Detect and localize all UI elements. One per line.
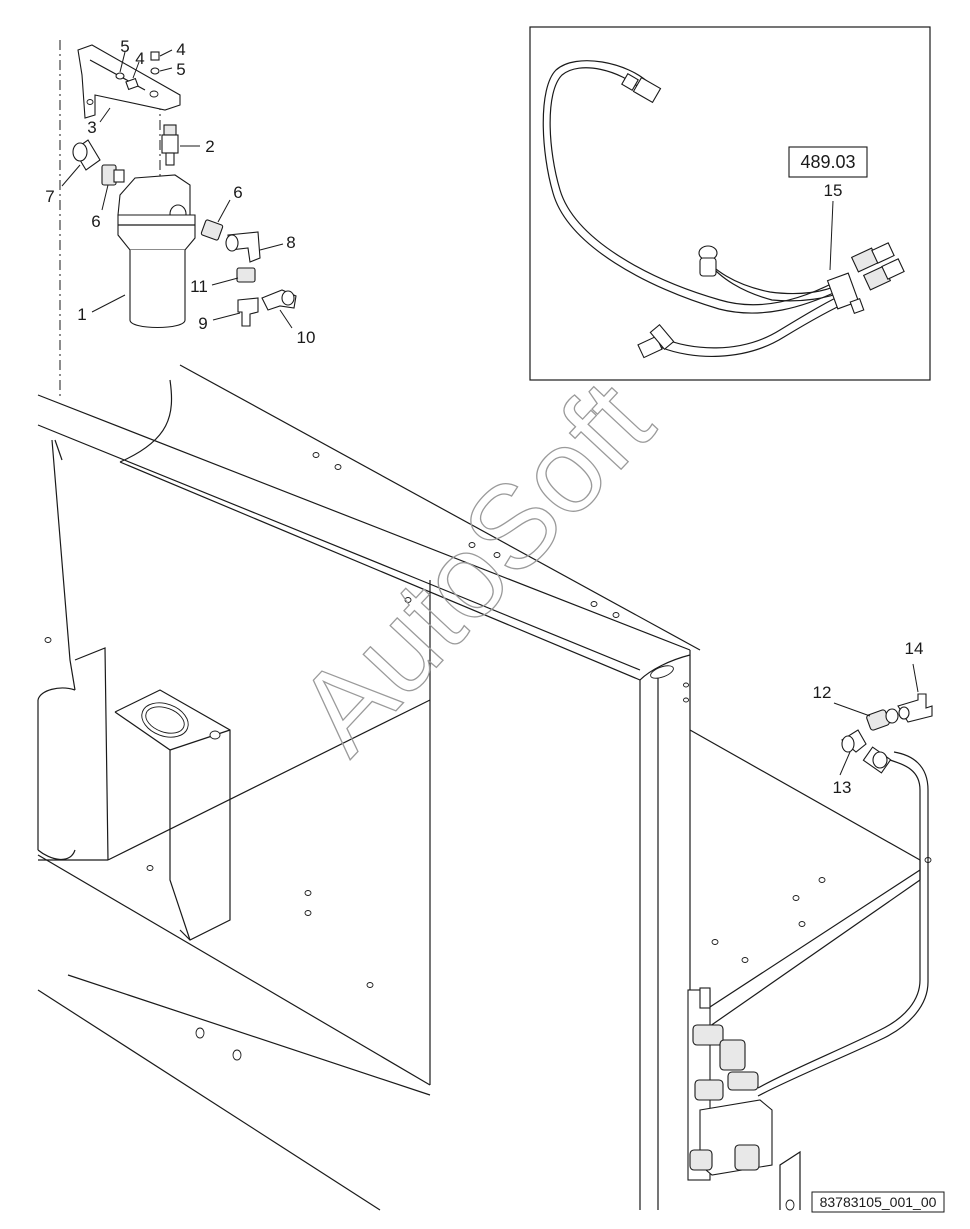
callout-5-right: 5 [176, 60, 185, 79]
callout-12: 12 [813, 683, 832, 702]
callout-6-left: 6 [91, 212, 100, 231]
filter-assembly [59, 40, 297, 400]
valve-block [687, 751, 929, 1181]
callout-4-left: 4 [135, 49, 144, 68]
callout-5-left: 5 [120, 37, 129, 56]
callout-13: 13 [833, 778, 852, 797]
reference-box-label: 489.03 [800, 152, 855, 172]
callout-10: 10 [297, 328, 316, 347]
callout-7: 7 [45, 187, 54, 206]
callout-8: 8 [286, 233, 295, 252]
callout-9: 9 [198, 314, 207, 333]
callout-4-right: 4 [176, 40, 185, 59]
document-id: 83783105_001_00 [820, 1194, 937, 1210]
callout-15: 15 [824, 181, 843, 200]
callout-11: 11 [190, 277, 208, 296]
frame-structure [37, 364, 932, 1211]
callout-1: 1 [77, 305, 86, 324]
callout-14: 14 [905, 639, 924, 658]
callout-3: 3 [87, 118, 96, 137]
hose-detail-inset: 489.03 15 [529, 26, 931, 381]
watermark: AutoSoft [272, 357, 677, 778]
callout-2: 2 [205, 137, 214, 156]
right-fittings [833, 663, 933, 776]
callout-6-right: 6 [233, 183, 242, 202]
